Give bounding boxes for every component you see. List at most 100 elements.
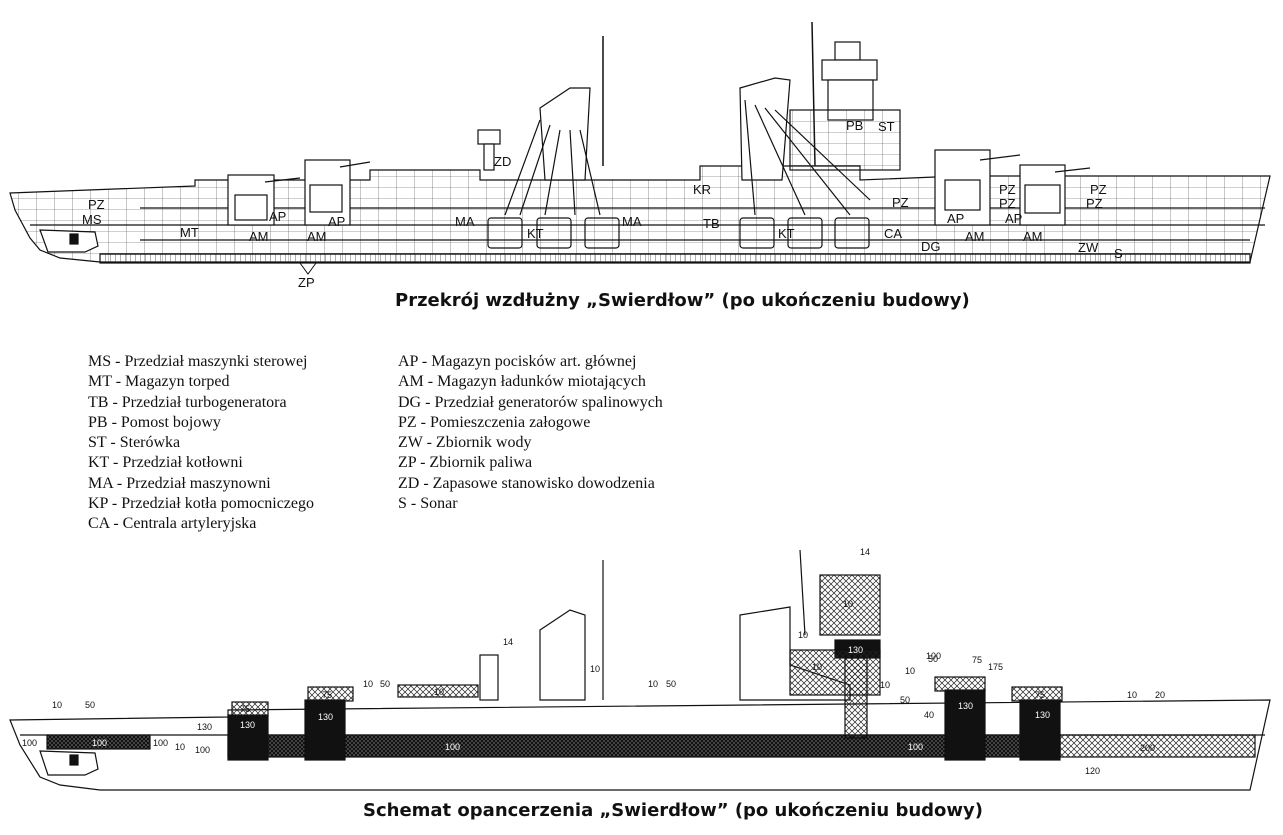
label-pz-5: PZ (1090, 182, 1107, 197)
armor-label: 10 (812, 662, 822, 672)
armor-label: 175 (988, 662, 1003, 672)
armor-label: 100 (445, 742, 460, 752)
legend-item: TB - Przedział turbogeneratora (88, 393, 287, 411)
label-am-3: AM (965, 229, 985, 244)
armor-label: 100 (908, 742, 923, 752)
bridge-tower (789, 41, 901, 171)
armor-label: 200 (1140, 743, 1155, 753)
label-am-2: AM (307, 229, 327, 244)
label-ma-2: MA (622, 214, 642, 229)
label-s: S (1114, 246, 1123, 261)
armor-label: 75 (1035, 690, 1045, 700)
legend-item: CA - Centrala artyleryjska (88, 515, 257, 533)
armor-label: 100 (195, 745, 210, 755)
label-am-4: AM (1023, 229, 1043, 244)
label-pb: PB (846, 118, 863, 133)
label-dg: DG (921, 239, 941, 254)
armor-label: 10 (648, 679, 658, 689)
legend-item: MT - Magazyn torped (88, 373, 230, 391)
armor-label: 100 (22, 738, 37, 748)
label-pz-6: PZ (1086, 196, 1103, 211)
label-tb: TB (703, 216, 720, 231)
label-zp: ZP (298, 275, 315, 290)
armor-label: 130 (848, 645, 863, 655)
label-ma-1: MA (455, 214, 475, 229)
legend-item: DG - Przedział generatorów spalinowych (398, 393, 663, 411)
armor-turrets (227, 574, 1063, 761)
section-svg: PZ MS MT AM AP AM AP MA ZD KT MA TB KR K… (9, 21, 1271, 290)
armor-label: 14 (860, 547, 870, 557)
armor-label: 75 (322, 690, 332, 700)
label-st: ST (878, 119, 895, 134)
armor-label: 10 (434, 687, 444, 697)
armor-label: 10 (590, 664, 600, 674)
label-ca: CA (884, 226, 902, 241)
label-pz-2: PZ (892, 195, 909, 210)
armor-label: 14 (503, 637, 513, 647)
legend-item: PB - Pomost bojowy (88, 413, 221, 431)
legend-item: MA - Przedział maszynowni (88, 474, 271, 492)
legend-left: MS - Przedział maszynki sterowej MT - Ma… (88, 352, 314, 535)
turret-x (934, 149, 1091, 226)
armor-label: 100 (92, 738, 107, 748)
label-ap-3: AP (947, 211, 964, 226)
armor-label: 130 (240, 720, 255, 730)
armor-label: 130 (197, 722, 212, 732)
funnel-aft (739, 77, 871, 249)
legend-item: ZD - Zapasowe stanowisko dowodzenia (398, 474, 655, 492)
armor-label: 130 (1035, 710, 1050, 720)
legend-right: AP - Magazyn pocisków art. głównej AM - … (398, 352, 663, 514)
label-kt-2: KT (778, 226, 795, 241)
armor-label: 100 (926, 651, 941, 661)
armor-label: 50 (928, 654, 938, 664)
armor-labels: 10 50 100 100 100 10 100 130 130 75 130 … (22, 547, 1165, 776)
label-ap-4: AP (1005, 211, 1022, 226)
funnel-fore (487, 87, 620, 249)
label-ap-1: AP (269, 209, 286, 224)
label-kr: KR (693, 182, 711, 197)
armor-label: 75 (240, 704, 250, 714)
armor-label: 50 (380, 679, 390, 689)
legend-item: KT - Przedział kotłowni (88, 454, 243, 472)
armor-label: 100 (153, 738, 168, 748)
label-pz-3: PZ (999, 182, 1016, 197)
label-zd: ZD (494, 154, 511, 169)
armor-label: 10 (1127, 690, 1137, 700)
section-labels: PZ MS MT AM AP AM AP MA ZD KT MA TB KR K… (82, 118, 1123, 290)
turret-a (227, 159, 371, 226)
legend-item: MS - Przedział maszynki sterowej (88, 353, 308, 370)
label-kt-1: KT (527, 226, 544, 241)
legend-item: ZW - Zbiornik wody (398, 434, 532, 452)
legend-item: AP - Magazyn pocisków art. głównej (398, 353, 637, 370)
label-ap-2: AP (328, 214, 345, 229)
legend-item: AM - Magazyn ładunków miotających (398, 373, 646, 391)
legend-item: PZ - Pomieszczenia załogowe (398, 413, 591, 431)
fore-director (477, 129, 501, 171)
armor-caption: Schemat opancerzenia „Swierdłow” (po uko… (363, 800, 983, 821)
armor-label: 10 (175, 742, 185, 752)
label-zw: ZW (1078, 240, 1099, 255)
armor-label: 120 (1085, 766, 1100, 776)
armor-label: 20 (1155, 690, 1165, 700)
label-ms: MS (82, 212, 102, 227)
armor-label: 10 (843, 599, 853, 609)
armor-svg: 10 50 100 100 100 10 100 130 130 75 130 … (9, 547, 1271, 791)
armor-label: 50 (666, 679, 676, 689)
label-pz-1: PZ (88, 197, 105, 212)
armor-label: 40 (924, 710, 934, 720)
armor-label: 10 (905, 666, 915, 676)
armor-label: 10 (880, 680, 890, 690)
section-caption: Przekrój wzdłużny „Swierdłow” (po ukończ… (395, 290, 970, 311)
legend-item: ZP - Zbiornik paliwa (398, 454, 533, 472)
label-mt: MT (180, 225, 199, 240)
armor-label: 75 (972, 655, 982, 665)
armor-label: 50 (900, 695, 910, 705)
label-pz-4: PZ (999, 196, 1016, 211)
legend-item: S - Sonar (398, 495, 458, 513)
armor-label: 10 (52, 700, 62, 710)
armor-label: 50 (85, 700, 95, 710)
armor-label: 130 (958, 701, 973, 711)
armor-label: 130 (318, 712, 333, 722)
label-am-1: AM (249, 229, 269, 244)
legend-item: KP - Przedział kotła pomocniczego (88, 495, 314, 513)
